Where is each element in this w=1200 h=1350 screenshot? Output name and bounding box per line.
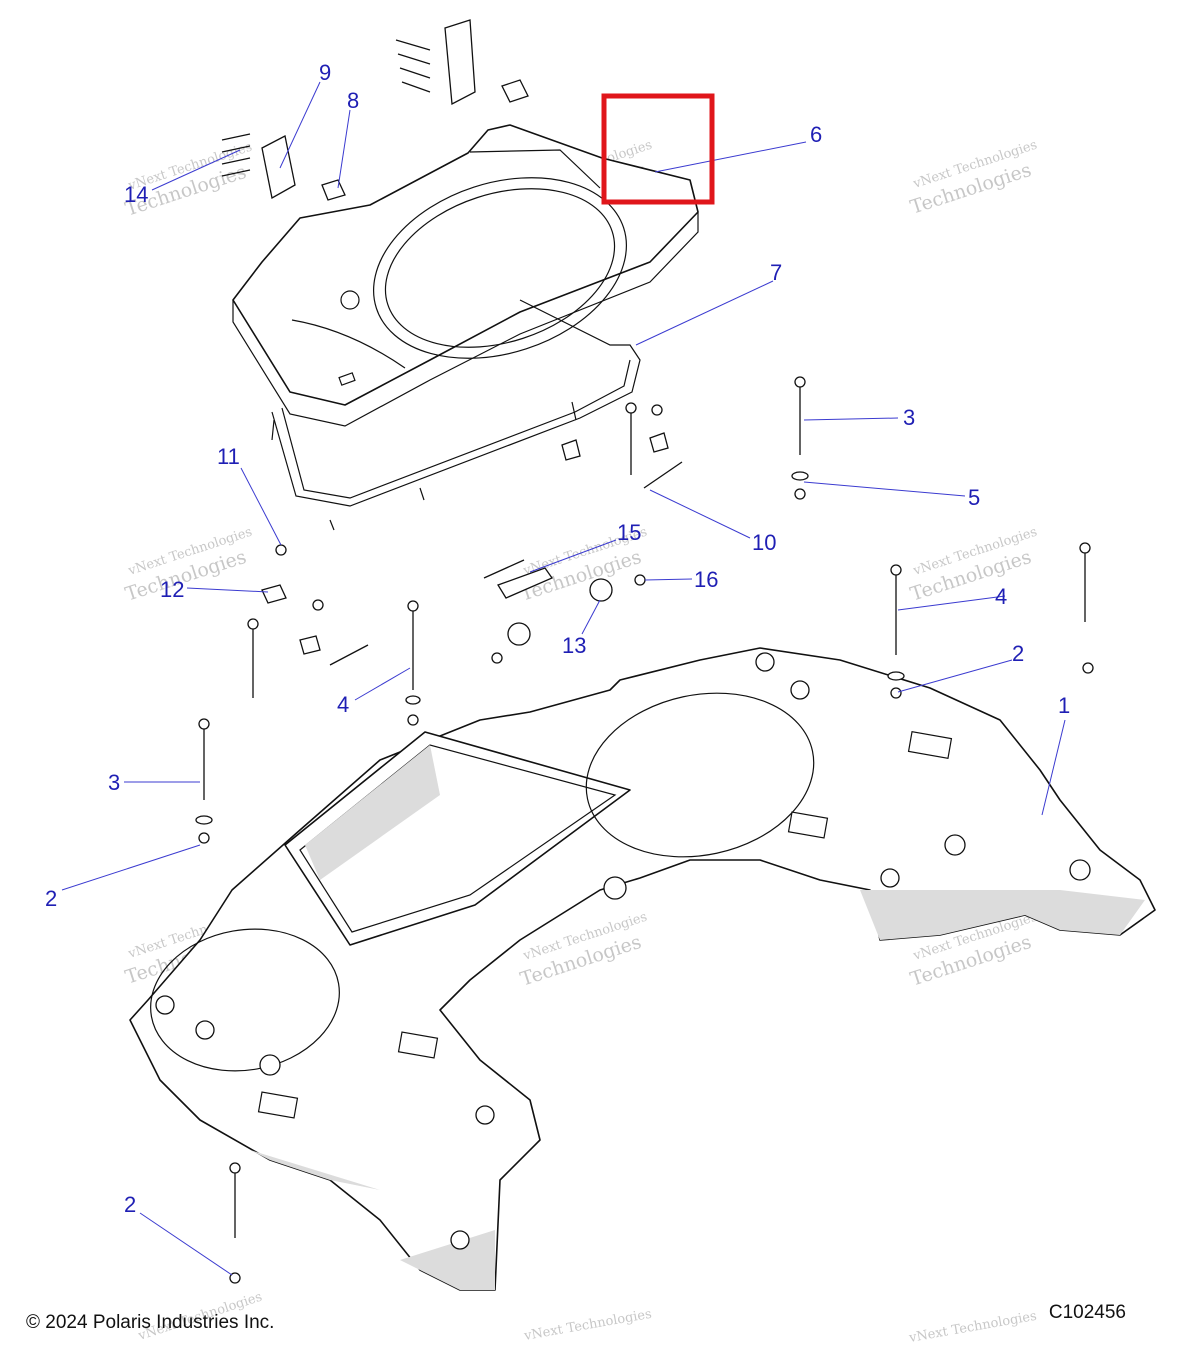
callout-12: 12 (160, 577, 184, 602)
callout-2: 2 (124, 1192, 136, 1217)
callout-6: 6 (810, 122, 822, 147)
latch-bracket (261, 135, 296, 200)
watermark: vNext Technologies Technologies (123, 140, 254, 221)
callout-5: 5 (968, 485, 980, 510)
watermark: vNext Technologies (522, 1307, 653, 1344)
watermark: vNext Technologies Technologies (123, 525, 254, 606)
callout-15: 15 (617, 520, 641, 545)
watermark: vNext Technologies (907, 1309, 1038, 1346)
perimeter-rail (271, 299, 641, 531)
callout-4: 4 (337, 692, 349, 717)
callout-1: 1 (1058, 693, 1070, 718)
figure-code: C102456 (1048, 1302, 1126, 1323)
callout-8: 8 (347, 88, 359, 113)
watermark-text: vNext Technologies (907, 1309, 1038, 1346)
callout-3: 3 (108, 770, 120, 795)
copyright-notice: © 2024 Polaris Industries Inc. (26, 1312, 275, 1333)
callout-3: 3 (903, 405, 915, 430)
watermark-text: vNext Technologies (522, 1307, 653, 1344)
leader-lines (61, 81, 1066, 1276)
watermark: vNext Technologies Technologies (908, 525, 1039, 606)
watermark: vNext Technologies Technologies (908, 138, 1039, 219)
highlight-box (601, 93, 715, 205)
clip (321, 179, 346, 201)
callout-16: 16 (694, 567, 718, 592)
callout-4: 4 (995, 584, 1007, 609)
callout-2: 2 (1012, 641, 1024, 666)
callout-numbers: 9 8 6 14 7 3 5 11 10 15 16 12 4 2 1 13 4… (45, 60, 1070, 1217)
callout-9: 9 (319, 60, 331, 85)
callout-13: 13 (562, 633, 586, 658)
callout-10: 10 (752, 530, 776, 555)
latch-bracket (444, 19, 476, 106)
clip (501, 79, 529, 103)
callout-11: 11 (217, 444, 240, 469)
callout-14: 14 (124, 182, 148, 207)
lower-rack-frame (129, 647, 1156, 1291)
callout-7: 7 (770, 260, 782, 285)
hardware (195, 19, 1094, 1284)
callout-2: 2 (45, 886, 57, 911)
upper-rack-panel (232, 124, 699, 427)
